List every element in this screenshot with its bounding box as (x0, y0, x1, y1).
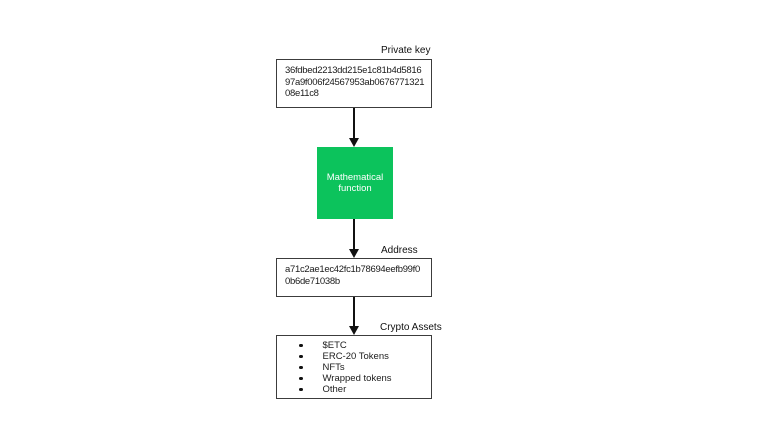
bullet-icon (299, 365, 303, 370)
arrow-down-icon (348, 138, 359, 147)
list-item: $ETC (277, 340, 431, 351)
private-key-line-2: 97a9f006f24567953ab0676771321 (285, 76, 425, 88)
bullet-icon (299, 343, 303, 348)
address-box: a71c2ae1ec42fc1b78694eefb99f0 0b6de71038… (276, 258, 432, 297)
asset-item-label: $ETC (322, 340, 347, 351)
list-item: ERC-20 Tokens (277, 351, 431, 362)
private-key-label: Private key (381, 45, 431, 56)
arrow-line (352, 108, 355, 139)
list-item: Other (277, 384, 431, 395)
asset-item-label: Wrapped tokens (322, 373, 392, 384)
arrow-line (352, 297, 355, 327)
asset-item-label: ERC-20 Tokens (322, 351, 389, 362)
function-box-line-2: function (338, 183, 372, 194)
private-key-box: 36fdbed2213dd215e1c81b4d5816 97a9f006f24… (276, 59, 432, 108)
asset-item-label: Other (322, 384, 347, 395)
address-line-1: a71c2ae1ec42fc1b78694eefb99f0 (285, 264, 420, 275)
address-line-2: 0b6de71038b (285, 275, 340, 287)
asset-item-label: NFTs (322, 362, 345, 373)
address-label: Address (381, 245, 418, 256)
crypto-assets-label: Crypto Assets (380, 322, 442, 333)
bullet-icon (299, 387, 303, 392)
mathematical-function-box: Mathematical function (317, 147, 393, 219)
private-key-line-3: 08e11c8 (285, 88, 319, 99)
bullet-icon (299, 376, 303, 381)
private-key-line-1: 36fdbed2213dd215e1c81b4d5816 (285, 65, 422, 76)
function-box-line-1: Mathematical (326, 171, 384, 183)
arrow-down-icon (348, 249, 359, 258)
list-item: NFTs (277, 362, 431, 373)
bullet-icon (299, 354, 303, 359)
arrow-down-icon (348, 326, 359, 335)
arrow-line (352, 219, 355, 250)
list-item: Wrapped tokens (277, 373, 431, 384)
crypto-assets-box: $ETC ERC-20 Tokens NFTs Wrapped tokens O… (276, 335, 432, 399)
